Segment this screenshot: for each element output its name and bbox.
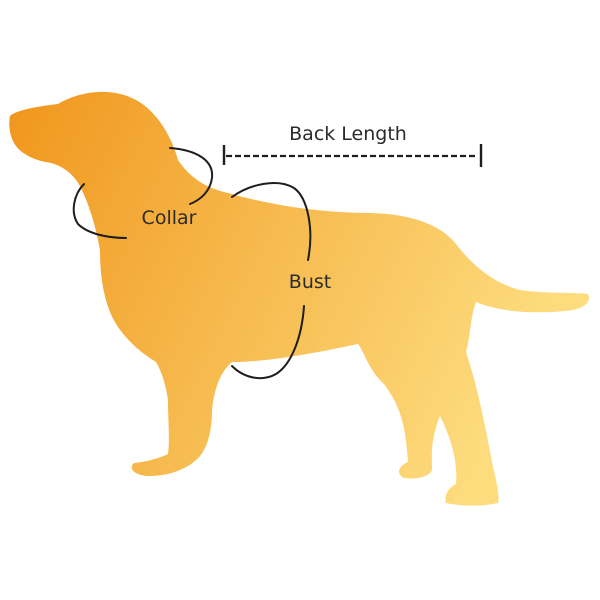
collar-tape-back: [169, 147, 214, 205]
back-length-dimension: Back Length: [222, 123, 483, 167]
dog-silhouette: [9, 91, 590, 506]
bust-tape: [231, 182, 312, 380]
collar-tape-front: [72, 183, 127, 239]
bust-label: Bust: [289, 271, 331, 293]
collar-label: Collar: [142, 207, 197, 229]
back-length-label: Back Length: [289, 123, 407, 145]
collar-measurement: Collar: [72, 147, 214, 239]
bust-measurement: Bust: [231, 182, 331, 380]
